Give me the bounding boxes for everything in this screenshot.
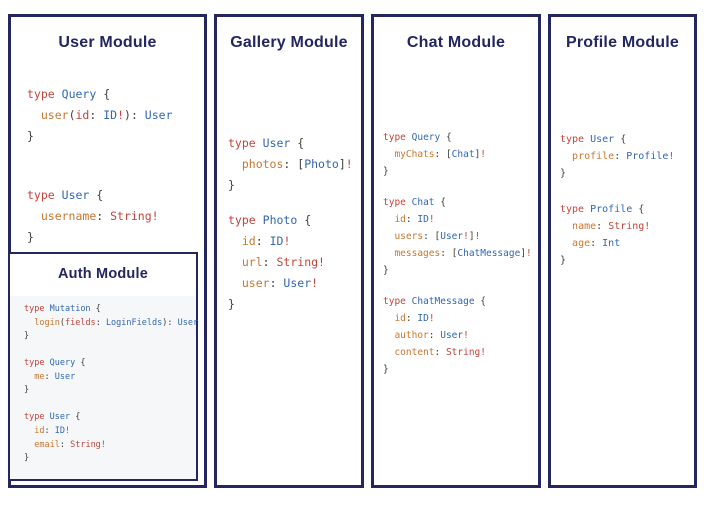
auth-module-panel: Auth Module type Mutation { login(fields… [8, 252, 198, 481]
code-block: type Profile { name: String! age: Int} [560, 204, 651, 266]
code-block: type User { profile: Profile!} [560, 134, 675, 179]
code-block: type Mutation { login(fields: LoginField… [24, 304, 199, 342]
auth-code-background [10, 296, 196, 479]
chat-module-title: Chat Module [406, 34, 506, 51]
profile-module-code: type User { profile: Profile!} type Profi… [560, 131, 694, 288]
gallery-module-code: type User { photos: [Photo]!} type Photo … [228, 133, 361, 329]
code-block: type User { username: String!} [27, 188, 159, 244]
user-module-code: type Query { user(id: ID!): User} type Us… [27, 84, 204, 286]
auth-module-code: type Mutation { login(fields: LoginField… [24, 303, 199, 479]
code-block: type Chat { id: ID! users: [User!]! mess… [383, 197, 532, 276]
code-block: type Query { me: User} [24, 358, 86, 396]
gallery-module-title: Gallery Module [230, 34, 348, 51]
code-block: type ChatMessage { id: ID! author: User!… [383, 296, 486, 375]
profile-module-title: Profile Module [565, 34, 680, 51]
user-module-title: User Module [58, 34, 157, 51]
code-block: type Query { user(id: ID!): User} [27, 87, 173, 143]
auth-module-title: Auth Module [58, 266, 148, 282]
chat-module-code: type Query { myChats: [Chat]!} type Chat … [383, 129, 538, 392]
profile-module-panel: Profile Module type User { profile: Prof… [548, 14, 697, 488]
code-block: type Query { myChats: [Chat]!} [383, 132, 487, 177]
gallery-module-panel: Gallery Module type User { photos: [Phot… [214, 14, 364, 488]
chat-module-panel: Chat Module type Query { myChats: [Chat]… [371, 14, 541, 488]
code-block: type User { id: ID! email: String!} [24, 412, 106, 464]
code-block: type Photo { id: ID! url: String! user: … [228, 213, 325, 311]
code-block: type User { photos: [Photo]!} [228, 136, 353, 192]
